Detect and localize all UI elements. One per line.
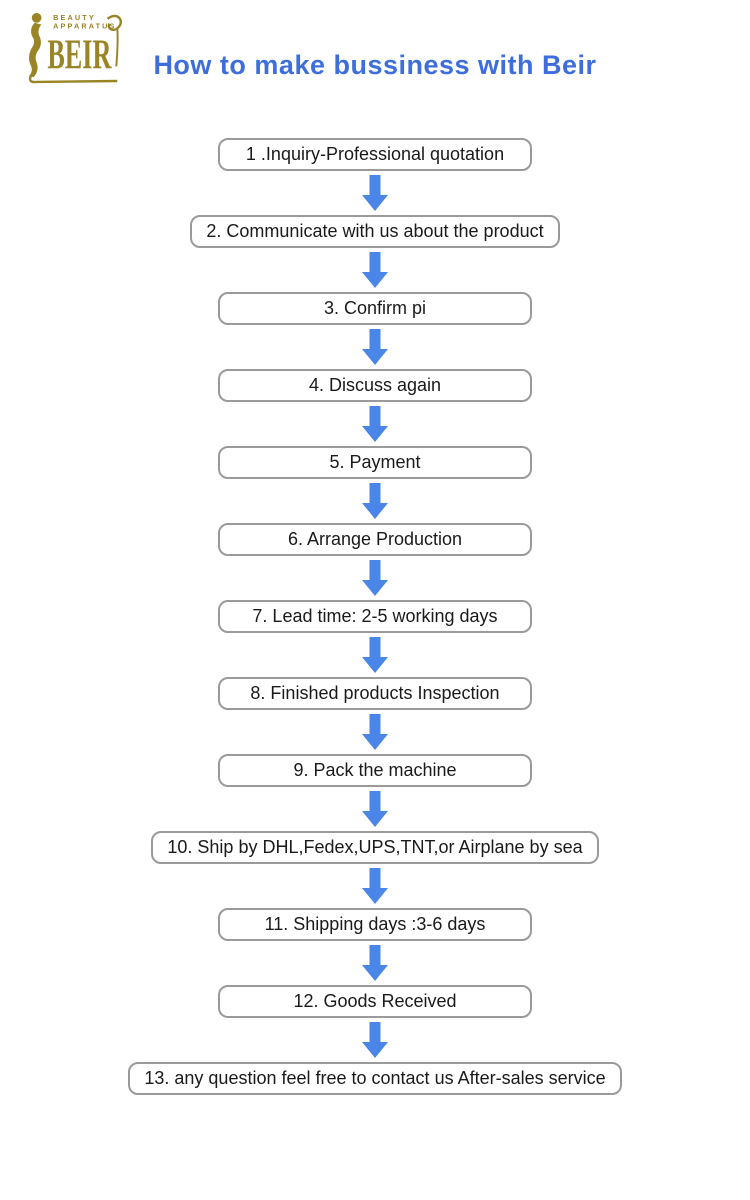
down-arrow-icon [362, 714, 388, 750]
down-arrow-icon [362, 252, 388, 288]
flow-step-box-8: 8. Finished products Inspection [218, 677, 532, 710]
flow-step-box-6: 6. Arrange Production [218, 523, 532, 556]
page-title: How to make bussiness with Beir [153, 50, 597, 80]
flow-step-box-9: 9. Pack the machine [218, 754, 532, 787]
woman-silhouette-icon [28, 13, 42, 78]
flow-step-box-12: 12. Goods Received [218, 985, 532, 1018]
logo-tagline-line1: BEAUTY [53, 13, 96, 22]
down-arrow-icon [362, 791, 388, 827]
flow-step-box-11: 11. Shipping days :3-6 days [218, 908, 532, 941]
logo-swirl-tail-icon [115, 27, 119, 67]
down-arrow-icon [362, 868, 388, 904]
logo-brand-text: BEIR [47, 31, 112, 78]
down-arrow-icon [362, 329, 388, 365]
flow-step-box-4: 4. Discuss again [218, 369, 532, 402]
flow-step-box-13: 13. any question feel free to contact us… [128, 1062, 622, 1095]
flow-step-box-10: 10. Ship by DHL,Fedex,UPS,TNT,or Airplan… [151, 831, 599, 864]
beir-logo: BEAUTY APPARATUS BEIR [28, 13, 122, 84]
down-arrow-icon [362, 560, 388, 596]
down-arrow-icon [362, 637, 388, 673]
down-arrow-icon [362, 945, 388, 981]
flow-step-box-1: 1 .Inquiry-Professional quotation [218, 138, 532, 171]
flow-step-box-5: 5. Payment [218, 446, 532, 479]
down-arrow-icon [362, 406, 388, 442]
down-arrow-icon [362, 175, 388, 211]
down-arrow-icon [362, 483, 388, 519]
logo-baseline-flourish [28, 75, 118, 84]
flow-step-box-7: 7. Lead time: 2-5 working days [218, 600, 532, 633]
logo-tagline-line2: APPARATUS [53, 22, 116, 31]
flowchart: 1 .Inquiry-Professional quotation 2. Com… [0, 138, 750, 1095]
flow-step-box-2: 2. Communicate with us about the product [190, 215, 560, 248]
down-arrow-icon [362, 1022, 388, 1058]
header: BEAUTY APPARATUS BEIR How to make bussin… [0, 0, 750, 138]
flow-step-box-3: 3. Confirm pi [218, 292, 532, 325]
